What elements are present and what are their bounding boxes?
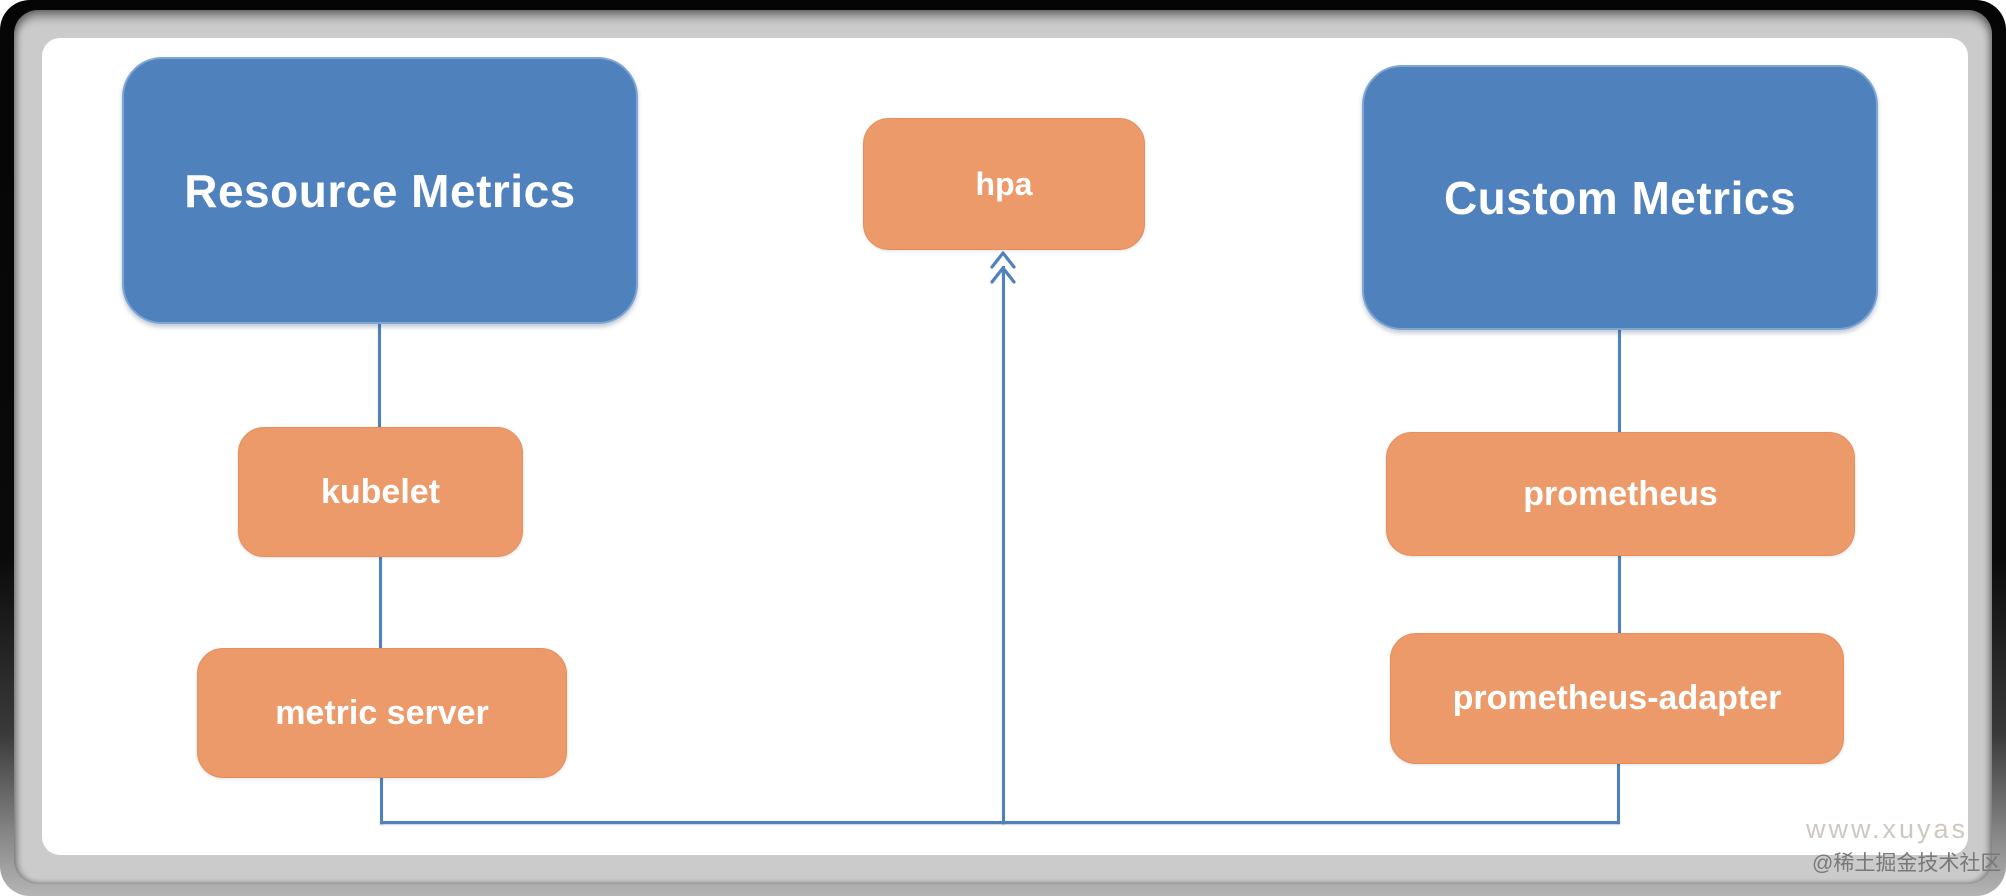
- node-custom-metrics-label: Custom Metrics: [1443, 171, 1797, 224]
- connector-custom-to-prometheus: [1618, 328, 1621, 434]
- node-custom-metrics: Custom Metrics: [1362, 65, 1878, 330]
- node-prometheus: prometheus: [1386, 432, 1855, 556]
- node-prometheus-label: prometheus: [1523, 474, 1718, 513]
- watermark-community: @稀土掘金技术社区: [1812, 852, 2002, 875]
- node-kubelet-label: kubelet: [320, 472, 441, 511]
- connector-metricserver-to-bus: [380, 776, 383, 824]
- connector-adapter-to-bus: [1617, 762, 1620, 823]
- diagram-canvas: Resource Metrics Custom Metrics hpa kube…: [42, 38, 1968, 855]
- connector-kubelet-to-metricserver: [379, 555, 382, 650]
- connector-prometheus-to-adapter: [1618, 554, 1621, 635]
- connector-resource-to-kubelet: [378, 322, 381, 428]
- node-prometheus-adapter: prometheus-adapter: [1390, 633, 1844, 764]
- connector-bottom-bus: [380, 821, 1620, 824]
- node-hpa: hpa: [863, 118, 1145, 250]
- node-hpa-label: hpa: [975, 165, 1033, 202]
- node-prometheus-adapter-label: prometheus-adapter: [1452, 679, 1782, 717]
- node-kubelet: kubelet: [238, 427, 523, 557]
- node-metric-server-label: metric server: [275, 693, 489, 732]
- arrow-up-icon: [990, 251, 1016, 284]
- gray-mat: Resource Metrics Custom Metrics hpa kube…: [14, 10, 1992, 884]
- node-metric-server: metric server: [197, 648, 567, 778]
- watermark-site: www.xuyas: [1805, 814, 1968, 844]
- node-resource-metrics-label: Resource Metrics: [184, 164, 576, 217]
- connector-bus-to-hpa: [1002, 266, 1005, 824]
- node-resource-metrics: Resource Metrics: [122, 57, 638, 324]
